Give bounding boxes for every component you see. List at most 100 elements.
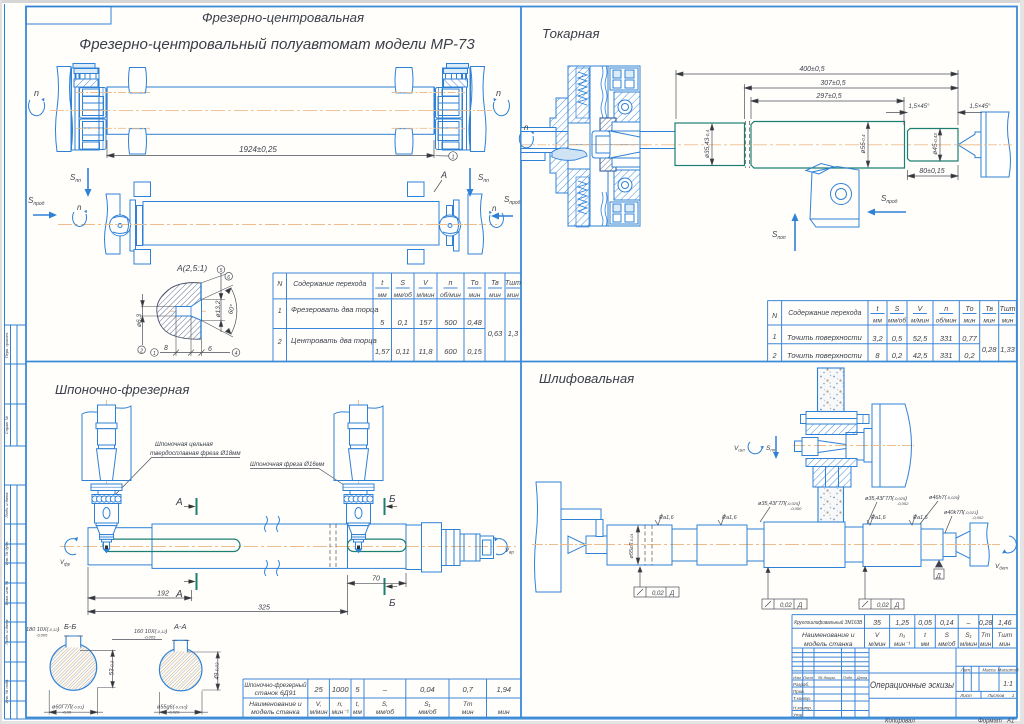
svg-text:N: N <box>277 281 283 288</box>
svg-text:мин: мин <box>964 318 976 325</box>
svg-text:мм/об: мм/об <box>394 291 412 299</box>
svg-text:Ra1,6: Ra1,6 <box>722 515 738 521</box>
svg-text:-0,029: -0,029 <box>168 710 180 715</box>
svg-text:мм: мм <box>353 709 362 716</box>
svg-text:Листов: Листов <box>987 693 1005 698</box>
svg-text:мин: мин <box>498 709 510 716</box>
svg-text:Токарная: Токарная <box>542 26 599 41</box>
svg-text:Ra1,6: Ra1,6 <box>871 515 887 521</box>
svg-text:331: 331 <box>940 334 953 343</box>
svg-text:Содержание перехода: Содержание перехода <box>788 309 861 317</box>
svg-text:Фрезерно-центровальная: Фрезерно-центровальная <box>202 10 364 25</box>
svg-text:n,: n, <box>337 701 343 708</box>
svg-text:ø55g6(-0,010): ø55g6(-0,010) <box>157 705 188 711</box>
svg-text:Тшт: Тшт <box>505 280 521 287</box>
svg-text:А: А <box>440 170 447 180</box>
svg-text:1,5×45°: 1,5×45° <box>970 104 992 110</box>
svg-text:Круглошлифовальный ЗМ163В: Круглошлифовальный ЗМ163В <box>794 619 862 626</box>
svg-text:6: 6 <box>227 275 230 281</box>
svg-text:мм/об: мм/об <box>938 641 956 648</box>
svg-text:Шлифовальная: Шлифовальная <box>539 371 634 386</box>
svg-text:Vвр: Vвр <box>505 548 514 555</box>
svg-text:Дата: Дата <box>856 675 868 680</box>
svg-text:180 10Х(-0,12): 180 10Х(-0,12) <box>26 627 59 633</box>
svg-text:мин: мин <box>469 292 481 299</box>
svg-text:То: То <box>471 280 479 287</box>
svg-text:мм/об: мм/об <box>888 317 906 325</box>
svg-text:Б: Б <box>389 494 396 505</box>
svg-text:Шпоночно-фрезерный: Шпоночно-фрезерный <box>244 681 306 689</box>
svg-text:S₁: S₁ <box>424 701 430 708</box>
svg-text:Лист: Лист <box>959 693 972 698</box>
svg-text:1,3: 1,3 <box>508 329 519 338</box>
svg-text:ø45-0,43: ø45-0,43 <box>932 133 939 155</box>
svg-text:1,33: 1,33 <box>1000 345 1015 354</box>
svg-text:Тшт: Тшт <box>1000 306 1016 313</box>
svg-text:297±0,5: 297±0,5 <box>815 93 841 100</box>
svg-text:-0,050: -0,050 <box>790 506 802 511</box>
svg-text:1,94: 1,94 <box>496 685 511 694</box>
svg-text:Н.контр.: Н.контр. <box>793 706 812 711</box>
svg-text:8: 8 <box>875 351 880 360</box>
svg-text:0,28: 0,28 <box>982 345 997 354</box>
svg-text:ø35,43Г7Л(-0,025): ø35,43Г7Л(-0,025) <box>865 496 907 502</box>
svg-text:Vшл: Vшл <box>734 445 745 453</box>
svg-text:мм/об: мм/об <box>376 708 394 716</box>
svg-text:мин: мин <box>507 292 519 299</box>
svg-text:t: t <box>877 306 880 313</box>
svg-text:Б-Б: Б-Б <box>64 622 76 631</box>
svg-text:ø60Г7Л(-0,01): ø60Г7Л(-0,01) <box>52 705 84 711</box>
svg-text:Изм: Изм <box>793 675 801 680</box>
svg-text:0,02: 0,02 <box>780 603 792 609</box>
svg-text:0,28: 0,28 <box>979 620 993 627</box>
svg-text:157: 157 <box>419 318 432 327</box>
svg-text:160 10Х(-0,12): 160 10Х(-0,12) <box>134 629 167 635</box>
svg-text:Подп. и дата: Подп. и дата <box>4 619 9 645</box>
svg-text:Взам. инв. №: Взам. инв. № <box>4 580 9 605</box>
svg-text:1,57: 1,57 <box>375 347 390 356</box>
svg-text:49-0,02: 49-0,02 <box>215 662 221 679</box>
svg-text:1: 1 <box>153 351 156 357</box>
svg-text:0,04: 0,04 <box>420 685 435 694</box>
svg-text:1924±0,25: 1924±0,25 <box>239 145 277 154</box>
svg-text:Наименование и: Наименование и <box>802 632 855 639</box>
svg-text:325: 325 <box>258 605 270 612</box>
svg-text:Шпоночно-фрезерная: Шпоночно-фрезерная <box>55 382 189 397</box>
svg-text:n: n <box>944 306 948 313</box>
svg-text:53-0,2: 53-0,2 <box>110 660 116 675</box>
svg-text:твердосплавная фреза Ø18мм: твердосплавная фреза Ø18мм <box>150 450 241 457</box>
svg-text:Sпп: Sпп <box>766 445 776 453</box>
svg-text:Точить поверхности: Точить поверхности <box>787 333 863 342</box>
svg-text:мин: мин <box>1002 318 1014 325</box>
svg-text:мм: мм <box>378 292 387 299</box>
svg-text:0,11: 0,11 <box>396 347 410 356</box>
svg-text:м/мин: м/мин <box>869 641 887 648</box>
svg-text:Vфр: Vфр <box>60 560 71 567</box>
svg-text:Тm: Тm <box>463 701 473 708</box>
svg-text:0,7: 0,7 <box>463 685 474 694</box>
svg-text:Ra1,6: Ra1,6 <box>913 515 929 521</box>
svg-text:S: S <box>945 632 950 639</box>
svg-text:мм: мм <box>921 641 930 648</box>
svg-text:м/мин: м/мин <box>310 709 328 716</box>
svg-text:-0,005: -0,005 <box>144 635 156 640</box>
svg-text:S,: S, <box>382 701 388 708</box>
svg-text:ø35,43Г7Л(-0,025): ø35,43Г7Л(-0,025) <box>758 501 800 507</box>
svg-text:А-А: А-А <box>173 622 187 631</box>
svg-text:60°: 60° <box>226 303 236 315</box>
svg-text:80±0,15: 80±0,15 <box>919 168 944 175</box>
svg-text:5: 5 <box>355 685 360 694</box>
svg-text:0,63: 0,63 <box>488 329 503 338</box>
svg-text:5: 5 <box>220 268 223 274</box>
svg-text:Точить поверхности: Точить поверхности <box>787 351 863 360</box>
svg-text:t: t <box>381 280 384 287</box>
svg-text:Тв: Тв <box>985 306 993 313</box>
svg-text:Операционные эскизы: Операционные эскизы <box>870 680 954 690</box>
svg-text:4: 4 <box>235 351 238 357</box>
svg-text:400±0,5: 400±0,5 <box>799 66 824 73</box>
svg-text:5: 5 <box>380 318 385 327</box>
svg-text:11,8: 11,8 <box>418 347 433 356</box>
svg-text:Д: Д <box>936 574 942 580</box>
svg-text:1,25: 1,25 <box>895 620 909 627</box>
svg-text:Б: Б <box>389 598 396 609</box>
